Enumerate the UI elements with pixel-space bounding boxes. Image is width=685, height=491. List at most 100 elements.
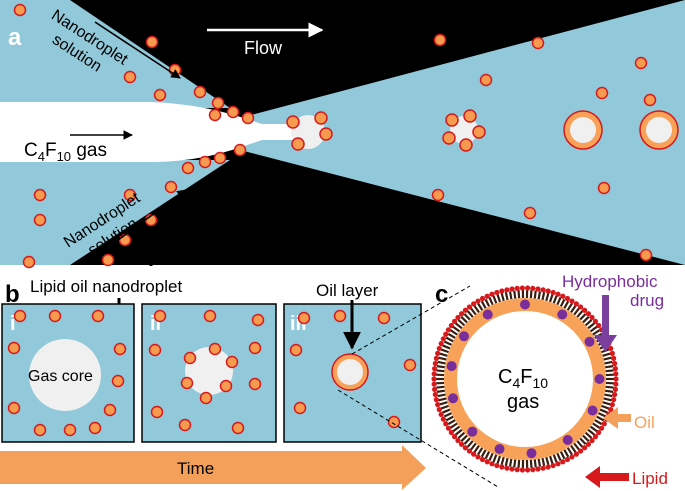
lipid-tail bbox=[452, 325, 461, 333]
flow-label: Flow bbox=[244, 38, 283, 58]
lipid-tail bbox=[582, 316, 590, 324]
lipid-tail bbox=[602, 352, 611, 357]
panel-a-droplets bbox=[13, 3, 657, 269]
nanodroplet bbox=[150, 405, 164, 419]
lipid-tail bbox=[589, 425, 598, 433]
drug-molecule bbox=[594, 374, 605, 384]
lipid-head bbox=[445, 327, 452, 333]
nanodroplet bbox=[639, 248, 653, 262]
gas-interior bbox=[457, 311, 593, 447]
lipid-head bbox=[564, 295, 571, 302]
lipid-arrow bbox=[585, 466, 629, 488]
lipid-tail bbox=[445, 336, 454, 343]
lipid-tail bbox=[442, 408, 451, 414]
lipid-head bbox=[445, 425, 452, 431]
lipid-head bbox=[443, 331, 449, 337]
lipid-head bbox=[613, 381, 619, 387]
lipid-tail bbox=[587, 428, 596, 436]
nanodroplet bbox=[7, 341, 21, 355]
lipid-tail bbox=[601, 404, 610, 410]
nanodroplet bbox=[183, 351, 197, 365]
lipid-head bbox=[431, 386, 438, 392]
lipid-tail bbox=[556, 296, 562, 306]
lipid-tail bbox=[500, 456, 505, 466]
lipid-tail bbox=[573, 442, 580, 451]
lipid-head bbox=[436, 345, 442, 352]
lipid-tail bbox=[552, 454, 558, 463]
lipid-head bbox=[431, 381, 437, 387]
lipid-head bbox=[431, 376, 437, 382]
lipid-head bbox=[592, 318, 599, 324]
nanodroplet bbox=[377, 311, 391, 325]
lipid-tail bbox=[604, 393, 613, 398]
lipid-tail bbox=[484, 298, 491, 307]
gas-stream bbox=[0, 102, 300, 162]
nanodroplet bbox=[226, 105, 240, 119]
lipid-head bbox=[609, 350, 615, 356]
lipid-tail bbox=[552, 295, 558, 304]
drug-molecule bbox=[494, 444, 505, 455]
nanodroplet bbox=[33, 423, 47, 437]
lipid-tail bbox=[596, 415, 605, 422]
lipid-tail bbox=[470, 307, 477, 316]
lipid-tail bbox=[496, 455, 502, 464]
drug-molecule bbox=[520, 299, 530, 310]
lipid-tail bbox=[584, 431, 593, 439]
lipid-head bbox=[514, 285, 520, 291]
c-gas-formula: C4F10 bbox=[498, 366, 548, 391]
nanodroplet bbox=[145, 35, 159, 49]
lipid-tail bbox=[603, 356, 612, 361]
lipid-head bbox=[431, 366, 438, 372]
nanodroplet bbox=[123, 188, 137, 202]
lipid-tail bbox=[460, 434, 468, 442]
lipid-tail bbox=[570, 305, 577, 313]
lipid-tail bbox=[443, 340, 453, 346]
lipid-head bbox=[530, 285, 536, 291]
lipid-tail bbox=[480, 300, 487, 309]
time-label: Time bbox=[177, 459, 214, 478]
lipid-tail bbox=[573, 307, 580, 316]
nanodroplet bbox=[88, 421, 102, 435]
lipid-tail bbox=[496, 294, 502, 303]
drug-molecule bbox=[526, 448, 537, 459]
lipid-head bbox=[471, 451, 477, 457]
lipid-tail bbox=[604, 389, 614, 393]
lipid-tail bbox=[480, 449, 487, 458]
nanodroplet bbox=[251, 313, 265, 327]
drug-arrow bbox=[594, 295, 617, 352]
nanodroplet bbox=[123, 70, 137, 84]
zoom-line-top bbox=[351, 285, 471, 355]
lipid-tail bbox=[529, 459, 533, 468]
lipid-head bbox=[436, 406, 442, 413]
lipid-tail bbox=[559, 298, 566, 307]
lipid-head bbox=[438, 340, 444, 347]
nanodroplet bbox=[211, 96, 225, 110]
lipid-head bbox=[440, 416, 446, 422]
lipid-tail bbox=[477, 302, 484, 311]
lipid-head bbox=[555, 291, 561, 297]
lipid-head bbox=[435, 350, 441, 356]
lipid-head bbox=[514, 467, 520, 473]
lipid-head bbox=[504, 287, 510, 293]
lipid-tail bbox=[541, 457, 546, 467]
lipid-tail bbox=[548, 455, 554, 464]
drug-molecule bbox=[562, 435, 573, 446]
drug-molecule bbox=[446, 361, 457, 372]
lipid-head bbox=[451, 434, 458, 440]
lipid-tail bbox=[440, 348, 449, 354]
lipid-tail bbox=[533, 290, 537, 299]
drug-label-line1: Hydrophobic bbox=[562, 272, 658, 291]
lipid-tail bbox=[545, 292, 550, 302]
lipid-tail bbox=[439, 352, 448, 357]
lipid-tail bbox=[599, 408, 608, 414]
drug-molecule bbox=[458, 331, 469, 342]
lipid-head bbox=[577, 304, 584, 310]
nanodroplet bbox=[203, 309, 217, 323]
lipid-head bbox=[494, 289, 500, 296]
stage-ii-label: ii bbox=[150, 313, 161, 335]
lipid-tail bbox=[513, 459, 517, 468]
lipid-head bbox=[545, 288, 551, 294]
nanodroplet bbox=[293, 401, 307, 415]
lipid-tail bbox=[437, 393, 446, 398]
